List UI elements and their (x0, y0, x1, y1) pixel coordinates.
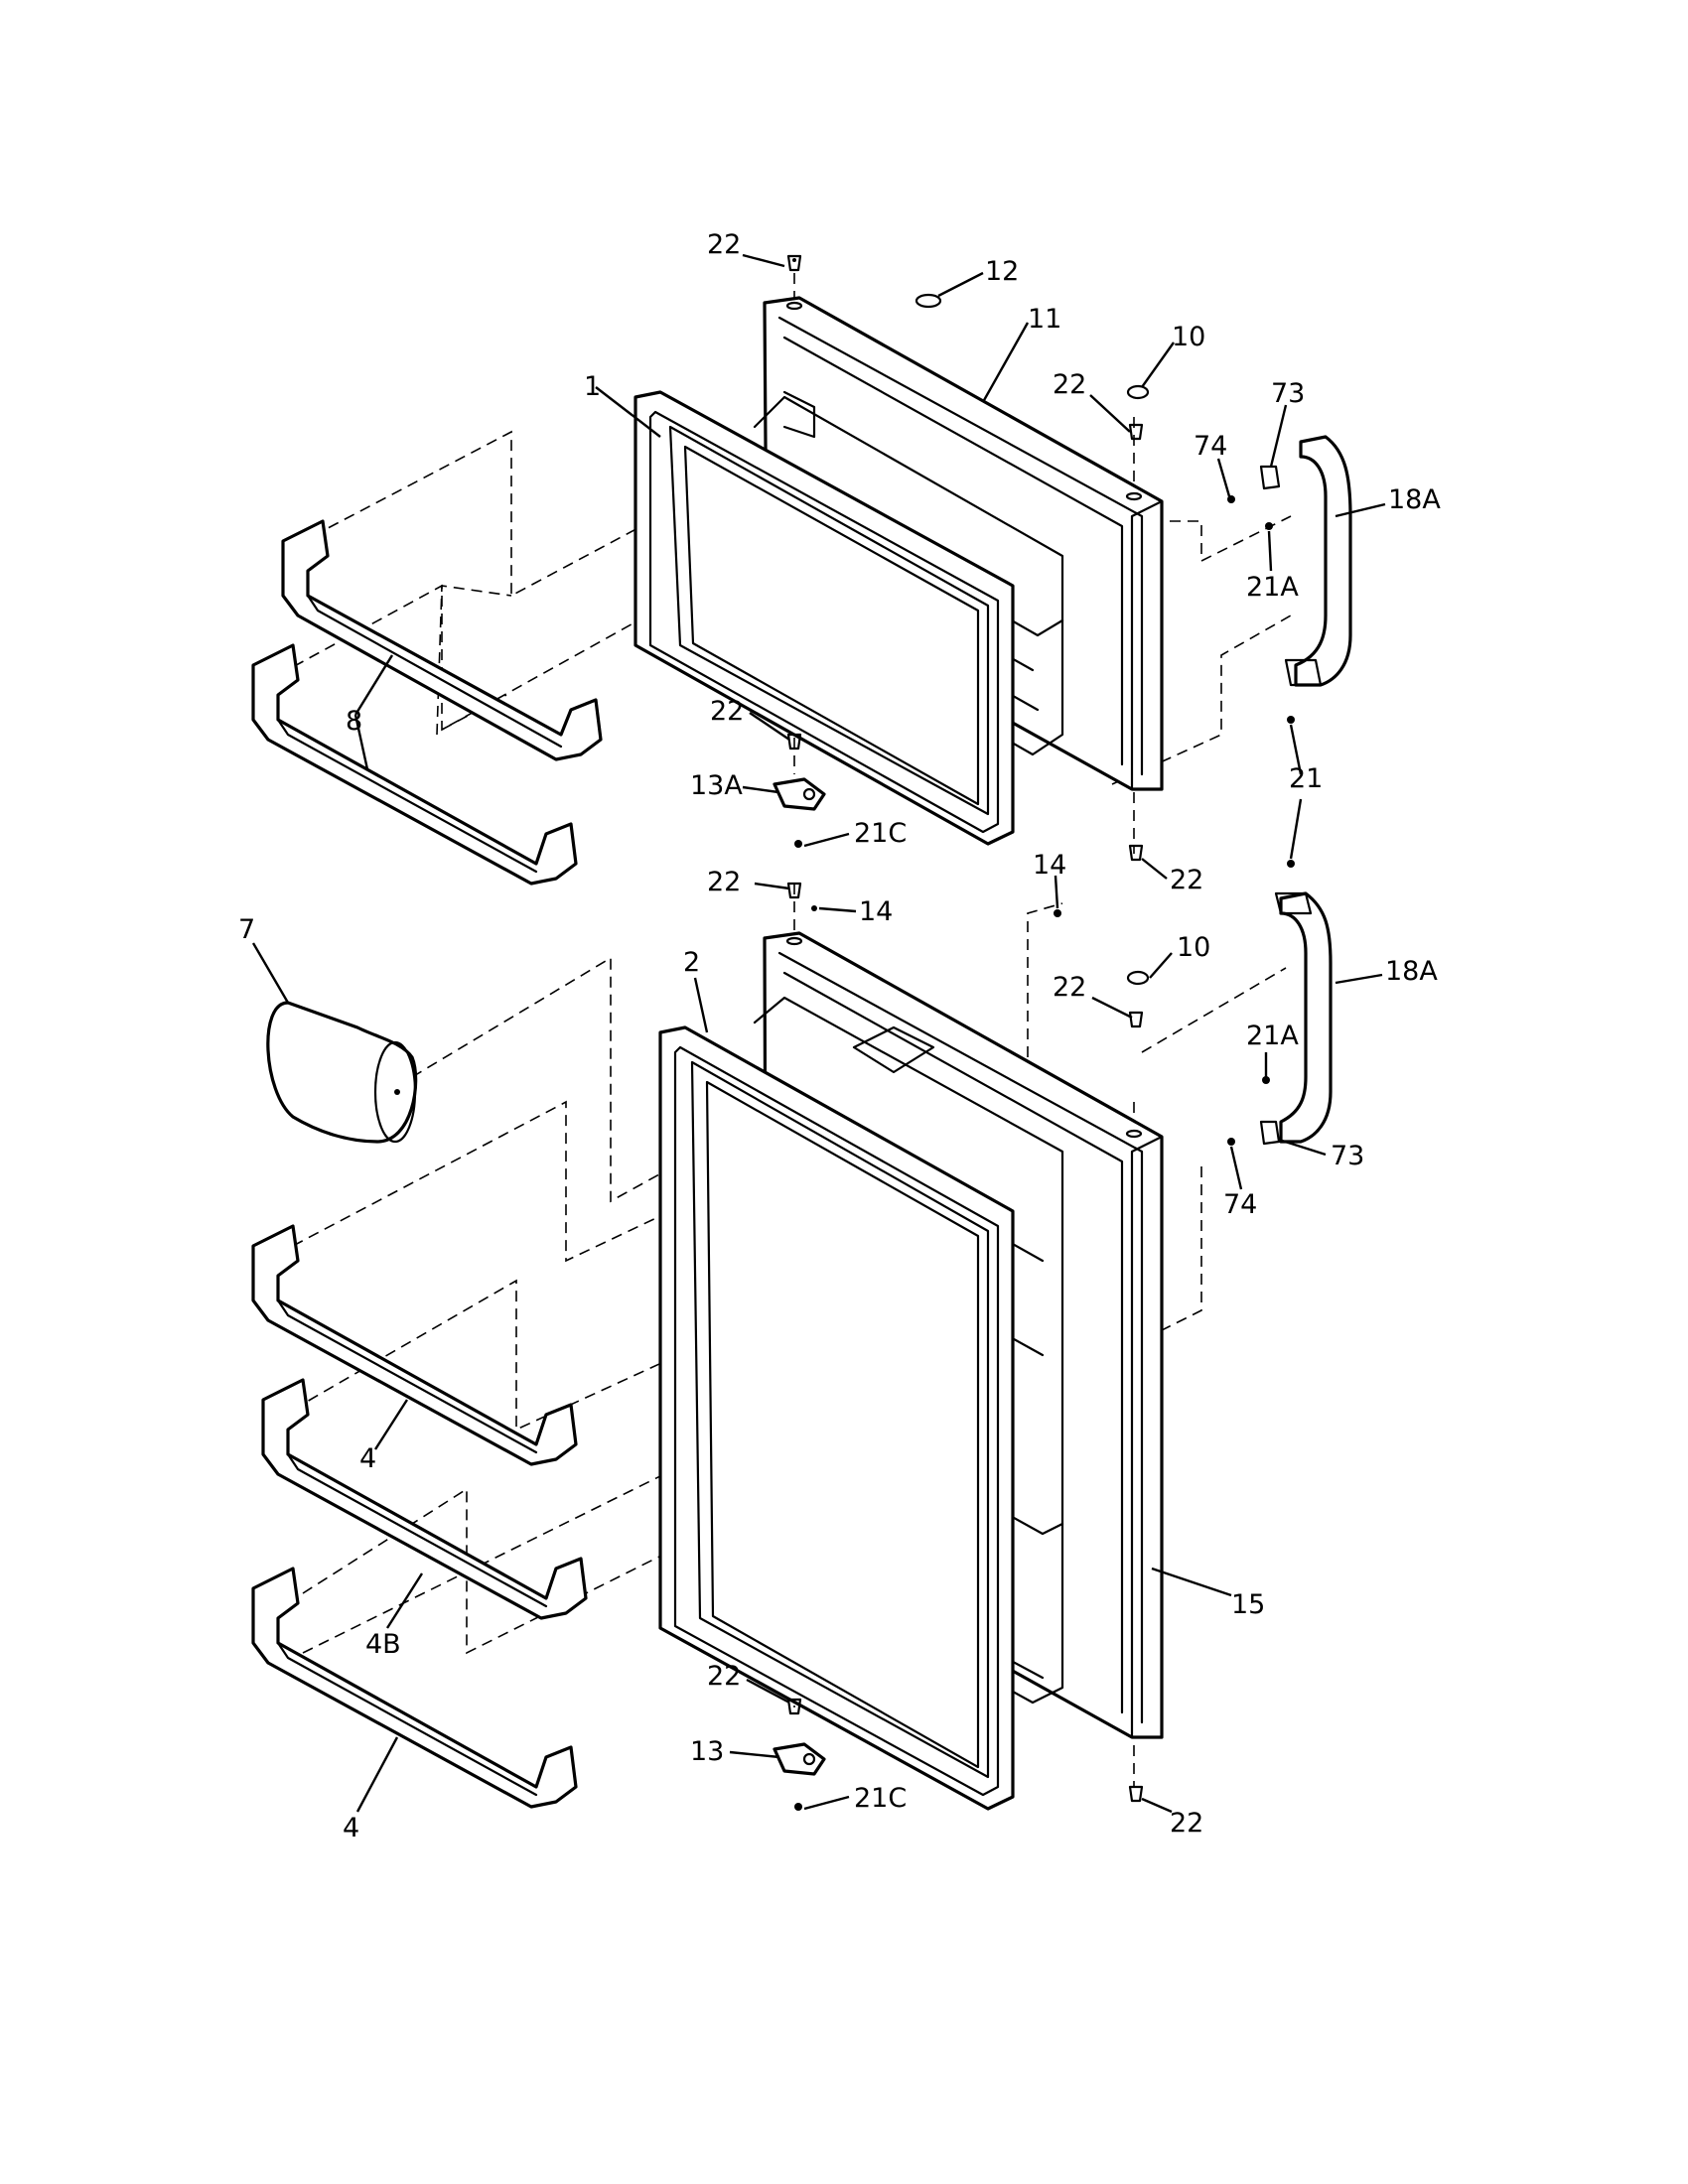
handle-upper-18a (1284, 435, 1352, 687)
door-bin-lower-4c (251, 1567, 578, 1809)
handle-lower-18a (1274, 891, 1333, 1144)
callout-22-bottom-right: 22 (1170, 1808, 1203, 1839)
callout-1: 1 (584, 371, 601, 402)
callout-4-upper: 4 (359, 1443, 376, 1474)
callout-10-upper: 10 (1172, 322, 1205, 352)
callout-7: 7 (238, 914, 255, 945)
freezer-door-gasket (633, 390, 1015, 846)
door-bin-upper-8a (281, 519, 603, 761)
callout-21a-upper: 21A (1246, 572, 1299, 603)
callout-labels: 22 12 11 10 1 22 73 74 18A 21A 8 22 13A … (238, 229, 1441, 1843)
callout-2: 2 (683, 947, 700, 978)
callout-4-lower: 4 (343, 1813, 359, 1843)
dairy-door-7 (266, 1001, 418, 1144)
callout-22-lower-hinge: 22 (707, 867, 741, 897)
door-bin-upper-8b (251, 643, 578, 886)
callout-22-lower-right: 22 (1053, 972, 1086, 1003)
callout-13a: 13A (690, 770, 743, 801)
callout-73-lower: 73 (1331, 1141, 1364, 1171)
callout-22-upper-right: 22 (1053, 369, 1086, 400)
callout-15: 15 (1231, 1589, 1265, 1620)
callout-22-upper-bottom: 22 (1170, 865, 1203, 895)
callout-73-upper: 73 (1271, 378, 1305, 409)
callout-22-mid-hinge: 22 (710, 696, 744, 727)
callout-11: 11 (1028, 304, 1061, 335)
callout-74-lower: 74 (1223, 1189, 1257, 1220)
callout-21c-lower: 21C (854, 1783, 907, 1814)
callout-10-lower: 10 (1177, 932, 1210, 963)
callout-21c-upper: 21C (854, 818, 907, 849)
callout-21: 21 (1289, 763, 1323, 794)
door-bin-lower-4a (251, 1224, 578, 1466)
callout-12: 12 (985, 256, 1019, 287)
callout-4b: 4B (365, 1629, 401, 1660)
door-bin-lower-4b (261, 1378, 588, 1620)
callout-14-left: 14 (1033, 850, 1066, 881)
callout-8: 8 (346, 706, 362, 737)
callout-22-bottom-hinge: 22 (707, 1661, 741, 1692)
callout-leader-lines (251, 253, 1386, 1814)
callout-21a-lower: 21A (1246, 1021, 1299, 1051)
callout-18a-lower: 18A (1385, 956, 1438, 987)
fasteners (773, 254, 1295, 1811)
callout-74-upper: 74 (1194, 431, 1227, 462)
callout-14-right: 14 (859, 896, 893, 927)
callout-13: 13 (690, 1736, 724, 1767)
fresh-food-door-gasket (658, 1025, 1015, 1811)
callout-22-top-hinge: 22 (707, 229, 741, 260)
callout-18a-upper: 18A (1388, 484, 1441, 515)
